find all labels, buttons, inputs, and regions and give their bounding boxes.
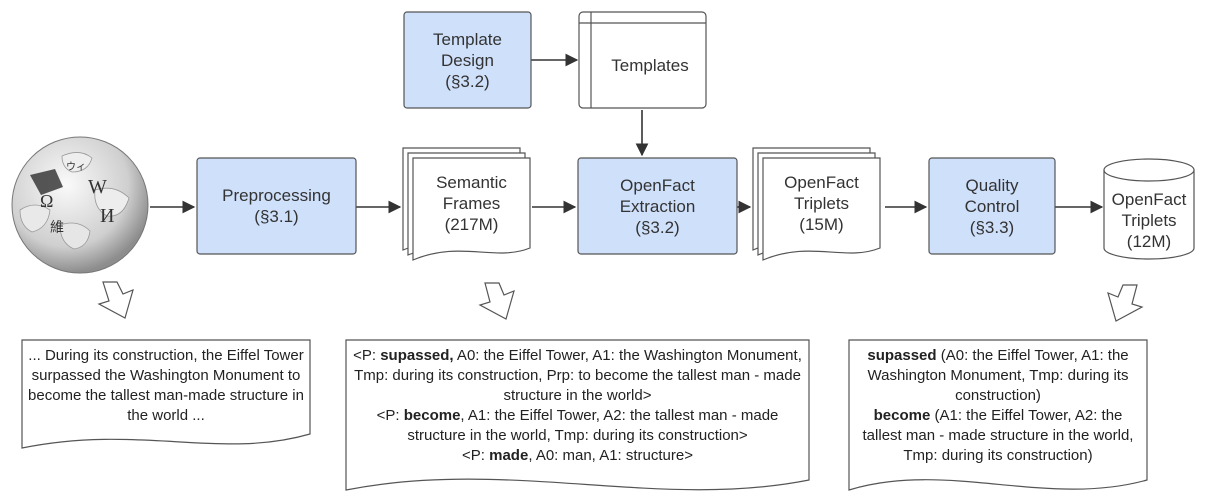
semantic-frames-doc: Semantic Frames (217M)	[436, 172, 507, 234]
openfact-extraction-box: OpenFact Extraction (§3.2)	[619, 175, 696, 237]
source-text-note-shape	[21, 339, 311, 449]
semantic-frames-shape	[402, 147, 531, 261]
template-design-box: Template Design (§3.2)	[433, 29, 502, 91]
templates-shape	[578, 11, 707, 109]
note-shapes	[21, 339, 1148, 491]
quality-control-box: Quality Control (§3.3)	[964, 175, 1020, 237]
down-arrow-frames-icon	[478, 282, 515, 320]
frames-note-shape	[345, 339, 810, 491]
semantic-frames-note: <P: supassed, A0: the Eiffel Tower, A1: …	[350, 346, 805, 466]
triplets-15m-shape	[752, 147, 881, 261]
globe-glyph-i: И	[100, 205, 114, 227]
openfact-triplets-12m-db: OpenFact Triplets (12M)	[1111, 189, 1187, 251]
globe-glyph-wi: ウィ	[66, 161, 86, 173]
wikipedia-globe-icon: W Ω И 維 ウィ	[11, 136, 149, 274]
globe-glyph-w: W	[88, 176, 107, 198]
openfact-extraction-shape	[577, 157, 738, 255]
frame-entry: <P: become, A1: the Eiffel Tower, A2: th…	[376, 407, 779, 444]
quality-control-shape	[928, 157, 1056, 255]
preprocessing-shape	[196, 157, 357, 255]
templates-box: Templates	[611, 56, 689, 75]
down-arrow-triplets-icon	[1107, 284, 1144, 322]
database-shape	[1103, 158, 1195, 260]
preprocessing-box: Preprocessing (§3.1)	[222, 186, 331, 226]
connector-arrows	[150, 53, 1104, 214]
openfact-triplets-15m-doc: OpenFact Triplets (15M)	[784, 172, 859, 234]
down-arrow-icons	[97, 281, 1144, 322]
template-design-shape	[403, 11, 532, 109]
openfact-triplets-note: supassed (A0: the Eiffel Tower, A1: the …	[856, 346, 1140, 466]
triplets-note-shape	[848, 339, 1148, 491]
triplet-entry: supassed (A0: the Eiffel Tower, A1: the …	[867, 347, 1129, 404]
process-boxes	[196, 11, 1056, 255]
down-arrow-source-icon	[97, 281, 134, 319]
frame-entry: <P: made, A0: man, A1: structure>	[462, 447, 693, 464]
frame-entry: <P: supassed, A0: the Eiffel Tower, A1: …	[353, 347, 802, 404]
globe-glyph-wei: 維	[50, 220, 64, 236]
source-text-note: ... During its construction, the Eiffel …	[28, 347, 304, 424]
triplet-entry: become (A1: the Eiffel Tower, A2: the ta…	[862, 407, 1134, 464]
globe-glyph-omega: Ω	[40, 191, 53, 211]
